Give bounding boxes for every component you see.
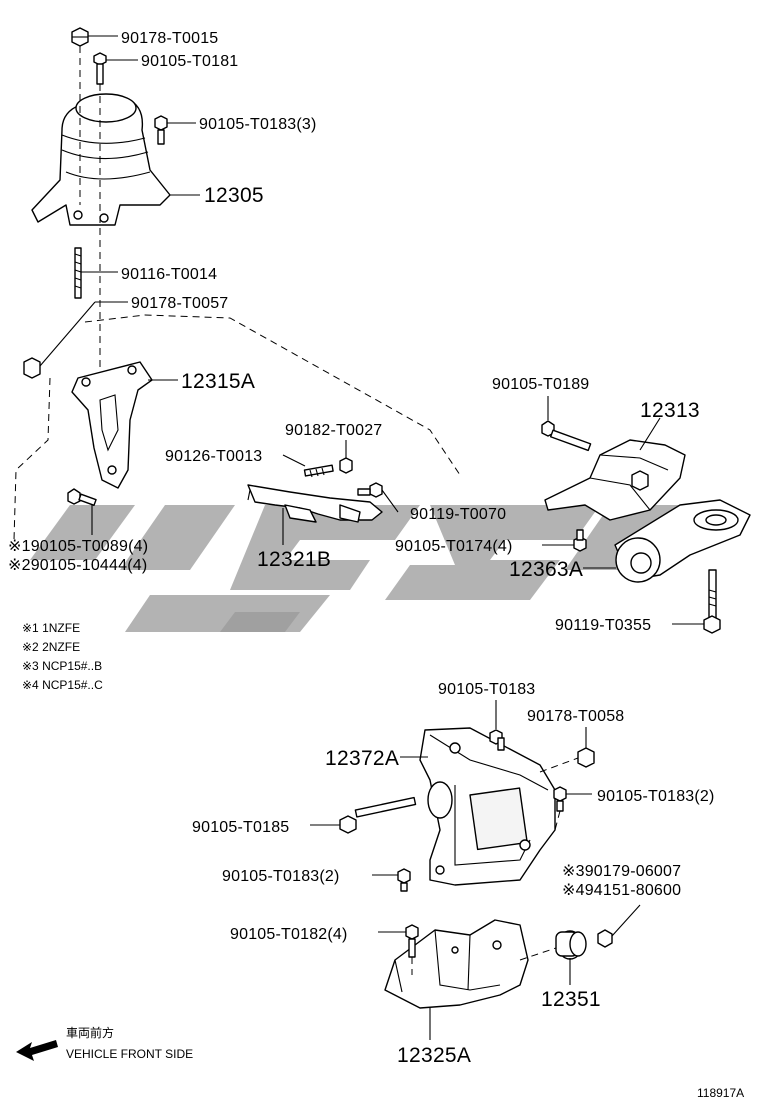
part-label: 90178-T0015 xyxy=(121,30,218,47)
nut-icon xyxy=(597,929,613,948)
bolt-icon xyxy=(573,529,587,552)
part-label: 90178-T0057 xyxy=(131,295,228,312)
bolt-icon xyxy=(339,796,417,834)
part-label: 90105-T0183(2) xyxy=(222,868,340,885)
part-label: 90105-T0181 xyxy=(141,53,238,70)
part-label: 90105-T0182(4) xyxy=(230,926,348,943)
part-label: 90105-T0185 xyxy=(192,819,289,836)
engine-note: ※3 NCP15#..B xyxy=(22,659,102,673)
part-label: 12351 xyxy=(541,988,601,1011)
part-label: 90119-T0070 xyxy=(410,506,506,523)
part-label: 12363A xyxy=(509,558,583,581)
bolt-icon xyxy=(357,482,383,498)
bolt-icon xyxy=(67,488,97,506)
part-label: 90182-T0027 xyxy=(285,422,382,439)
part-label: 90105-T0174(4) xyxy=(395,538,513,555)
part-label: 12325A xyxy=(397,1044,471,1067)
engine-note: ※2 2NZFE xyxy=(22,640,80,654)
part-label: 90105-T0183(3) xyxy=(199,116,317,133)
stud-bolt-icon xyxy=(74,247,82,299)
part-label: 12305 xyxy=(204,184,264,207)
nut-icon xyxy=(23,357,41,379)
part-label: 90119-T0355 xyxy=(555,617,651,634)
bolt-icon xyxy=(541,420,592,452)
bolt-icon xyxy=(703,569,721,634)
mount-12313-group xyxy=(541,396,751,634)
bolt-icon xyxy=(93,52,107,85)
part-label: 90178-T0058 xyxy=(527,708,624,725)
stud-bolt-icon xyxy=(303,464,334,478)
part-label: 90105-T0189 xyxy=(492,376,589,393)
bolt-icon xyxy=(553,786,567,812)
mount-12372A-group xyxy=(310,700,641,1040)
engine-mount-12305-group xyxy=(13,27,461,541)
part-label: 90126-T0013 xyxy=(165,448,262,465)
engine-note: ※4 NCP15#..C xyxy=(22,678,103,692)
figure-id: 118917A xyxy=(697,1086,744,1100)
cushion-icon xyxy=(555,930,587,960)
bolt-icon xyxy=(405,924,419,958)
part-label: 90105-T0183(2) xyxy=(597,788,715,805)
bracket-12321B-group xyxy=(247,440,399,545)
part-label: 90116-T0014 xyxy=(121,266,217,283)
part-label: 90105-T0183 xyxy=(438,681,535,698)
vehicle-front-label-jp: 車両前方 xyxy=(66,1025,114,1040)
nut-icon xyxy=(577,747,595,768)
bolt-icon xyxy=(397,868,411,892)
part-label: ※390179-06007 xyxy=(562,863,681,880)
part-label: 12315A xyxy=(181,370,255,393)
part-label: 12372A xyxy=(325,747,399,770)
engine-note: ※1 1NZFE xyxy=(22,621,80,635)
part-label: 12313 xyxy=(640,399,700,422)
part-label: ※290105-10444(4) xyxy=(8,557,147,574)
part-label: 12321B xyxy=(257,548,331,571)
bolt-icon xyxy=(154,115,168,145)
vehicle-front-label: VEHICLE FRONT SIDE xyxy=(66,1047,193,1061)
part-label: ※190105-T0089(4) xyxy=(8,538,148,555)
nut-icon xyxy=(339,457,353,474)
bolt-icon xyxy=(489,729,505,751)
vehicle-front-arrow-icon xyxy=(16,1040,58,1061)
part-label: ※494151-80600 xyxy=(562,882,681,899)
nut-icon xyxy=(71,27,89,47)
